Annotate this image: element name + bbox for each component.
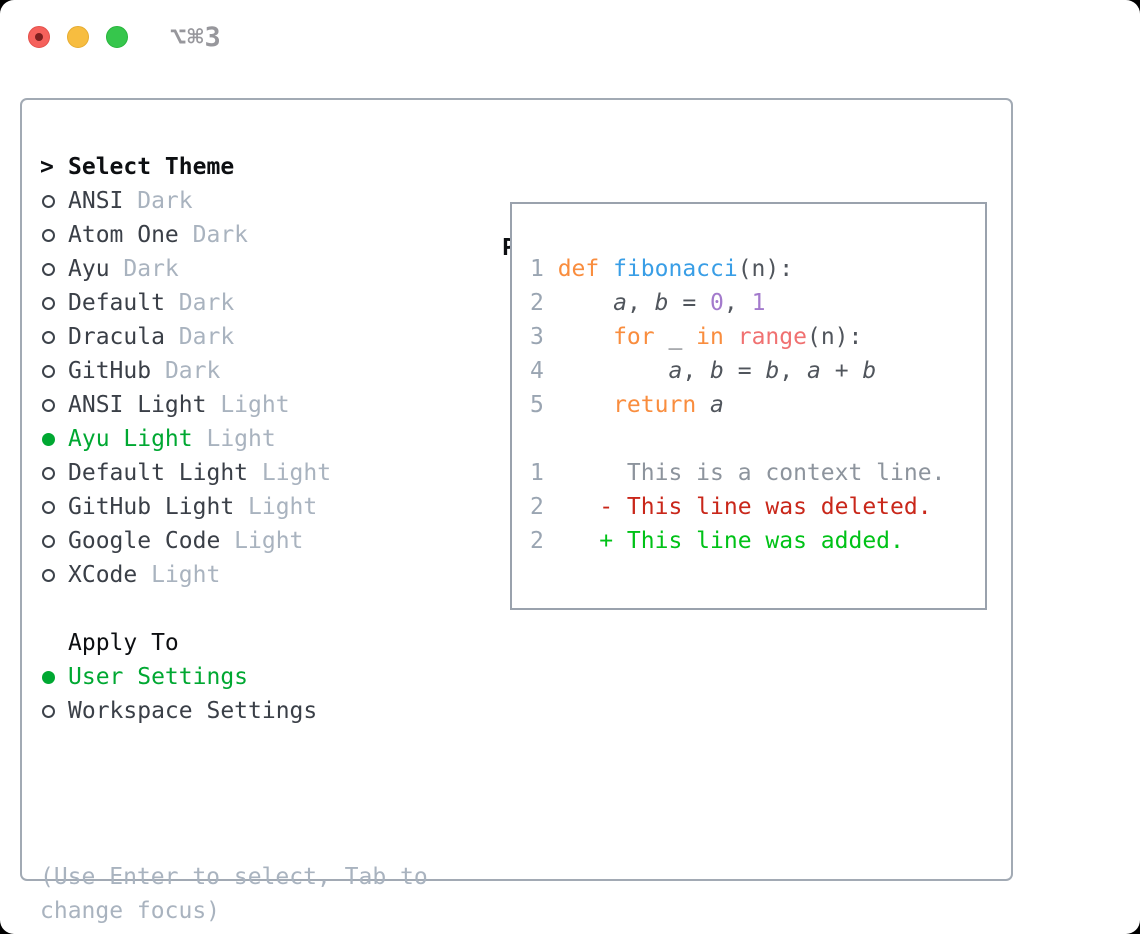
- line-number: 2: [530, 290, 544, 316]
- radio-icon: [42, 534, 55, 548]
- apply-to-title: Apply To: [68, 630, 179, 656]
- radio-icon: [42, 296, 55, 310]
- code-line: 2 a, b = 0, 1: [530, 290, 766, 316]
- line-number: 3: [530, 324, 544, 350]
- select-theme-header: > Select Theme: [40, 150, 490, 184]
- radio-icon: [42, 704, 55, 718]
- radio-icon: [42, 398, 55, 412]
- radio-icon: [42, 228, 55, 242]
- code-line: 5 return a: [530, 392, 724, 418]
- radio-icon: [42, 262, 55, 276]
- radio-selected-icon: [42, 670, 55, 684]
- apply-option-workspace-settings[interactable]: Workspace Settings: [40, 694, 490, 728]
- radio-icon: [42, 194, 55, 208]
- diff-deleted-line: 2 - This line was deleted.: [530, 494, 932, 520]
- minimize-button[interactable]: [67, 26, 89, 48]
- line-number: 4: [530, 358, 544, 384]
- radio-icon: [42, 568, 55, 582]
- code-line: 3 for _ in range(n):: [530, 324, 863, 350]
- keyboard-hint: (Use Enter to select, Tab to change focu…: [40, 864, 428, 924]
- radio-icon: [42, 466, 55, 480]
- diff-context-line: 1 This is a context line.: [530, 460, 946, 486]
- title-bar: ⌥⌘3: [0, 0, 1140, 74]
- zoom-button[interactable]: [106, 26, 128, 48]
- record-dot-icon: [35, 33, 43, 41]
- code-line: 4 a, b = b, a + b: [530, 358, 877, 384]
- window-title: ⌥⌘3: [170, 22, 222, 53]
- radio-selected-icon: [42, 432, 55, 446]
- select-theme-title: Select Theme: [68, 154, 235, 180]
- radio-icon: [42, 500, 55, 514]
- diff-added-line: 2 + This line was added.: [530, 528, 904, 554]
- line-number: 2: [530, 528, 544, 554]
- radio-icon: [42, 364, 55, 378]
- apply-option-user-settings[interactable]: User Settings: [40, 660, 490, 694]
- line-number: 5: [530, 392, 544, 418]
- line-number: 1: [530, 460, 544, 486]
- line-number: 2: [530, 494, 544, 520]
- close-button[interactable]: [28, 26, 50, 48]
- blank-line: [530, 422, 985, 456]
- radio-icon: [42, 330, 55, 344]
- apply-to-header: Apply To: [40, 626, 490, 660]
- line-number: 1: [530, 256, 544, 282]
- caret-icon: >: [40, 154, 54, 180]
